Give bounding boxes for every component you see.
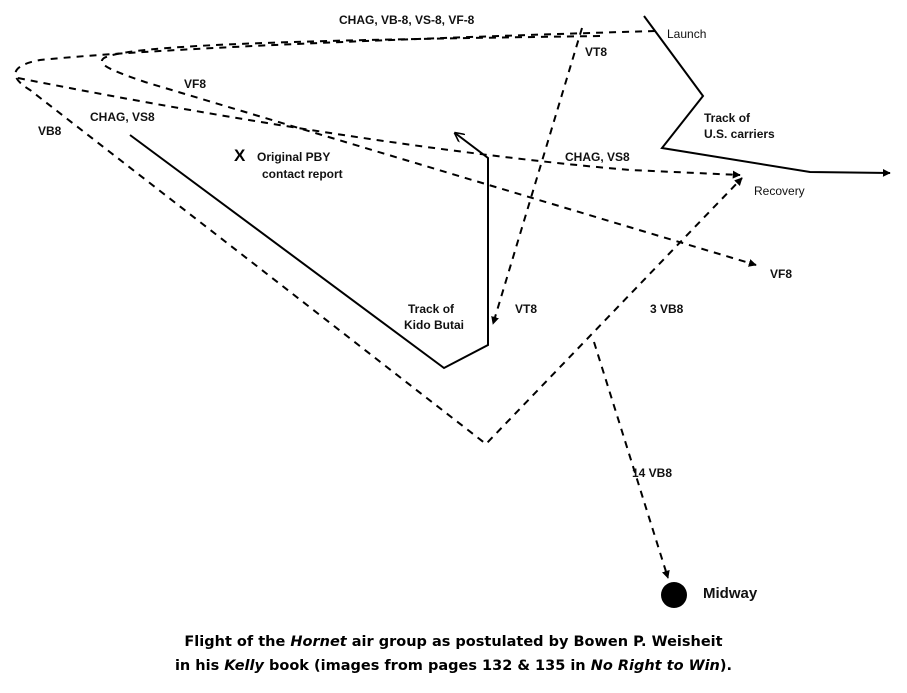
pby-x-marker: X [234, 146, 246, 165]
label-recovery: Recovery [754, 184, 805, 198]
route-main-loop [14, 30, 743, 446]
label-vf8-right: VF8 [770, 267, 792, 281]
route-14-vb8 [593, 341, 670, 579]
caption-book-name: Kelly [224, 658, 264, 674]
label-vt8-top: VT8 [585, 45, 607, 59]
label-midway: Midway [703, 585, 758, 602]
label-track-us-1: Track of [704, 111, 751, 125]
caption-book-title: No Right to Win [590, 658, 720, 674]
caption-text: air group as postulated by Bowen P. Weis… [346, 634, 723, 650]
figure-caption: Flight of the Hornet air group as postul… [0, 630, 907, 678]
label-14-vb8: 14 VB8 [632, 466, 672, 480]
label-pby-1: Original PBY [257, 150, 330, 164]
label-track-us-2: U.S. carriers [704, 127, 775, 141]
caption-text: in his [174, 658, 225, 674]
label-launch: Launch [667, 27, 706, 41]
caption-line-1: Flight of the Hornet air group as postul… [0, 630, 907, 654]
label-pby-2: contact report [262, 167, 343, 181]
us-carriers-track [643, 15, 891, 177]
label-chag-vs8-left: CHAG, VS8 [90, 110, 155, 124]
label-top-group: CHAG, VB-8, VS-8, VF-8 [339, 13, 475, 27]
label-vb8: VB8 [38, 124, 62, 138]
caption-text: ). [719, 658, 733, 674]
label-kido-2: Kido Butai [404, 318, 464, 332]
kido-butai-track [129, 133, 489, 370]
label-chag-vs8-right: CHAG, VS8 [565, 150, 630, 164]
label-vf8-left: VF8 [184, 77, 206, 91]
caption-line-2: in his Kelly book (images from pages 132… [0, 654, 907, 678]
caption-text: Flight of the [184, 634, 291, 650]
label-3-vb8: 3 VB8 [650, 302, 684, 316]
route-vf8 [101, 35, 757, 267]
label-vt8-mid: VT8 [515, 302, 537, 316]
caption-text: book (images from pages 132 & 135 in [263, 658, 591, 674]
caption-ship-name: Hornet [290, 634, 347, 650]
midway-marker [661, 582, 687, 608]
route-chag-vs8 [17, 77, 741, 179]
route-vt8 [491, 27, 583, 325]
label-kido-1: Track of [408, 302, 455, 316]
